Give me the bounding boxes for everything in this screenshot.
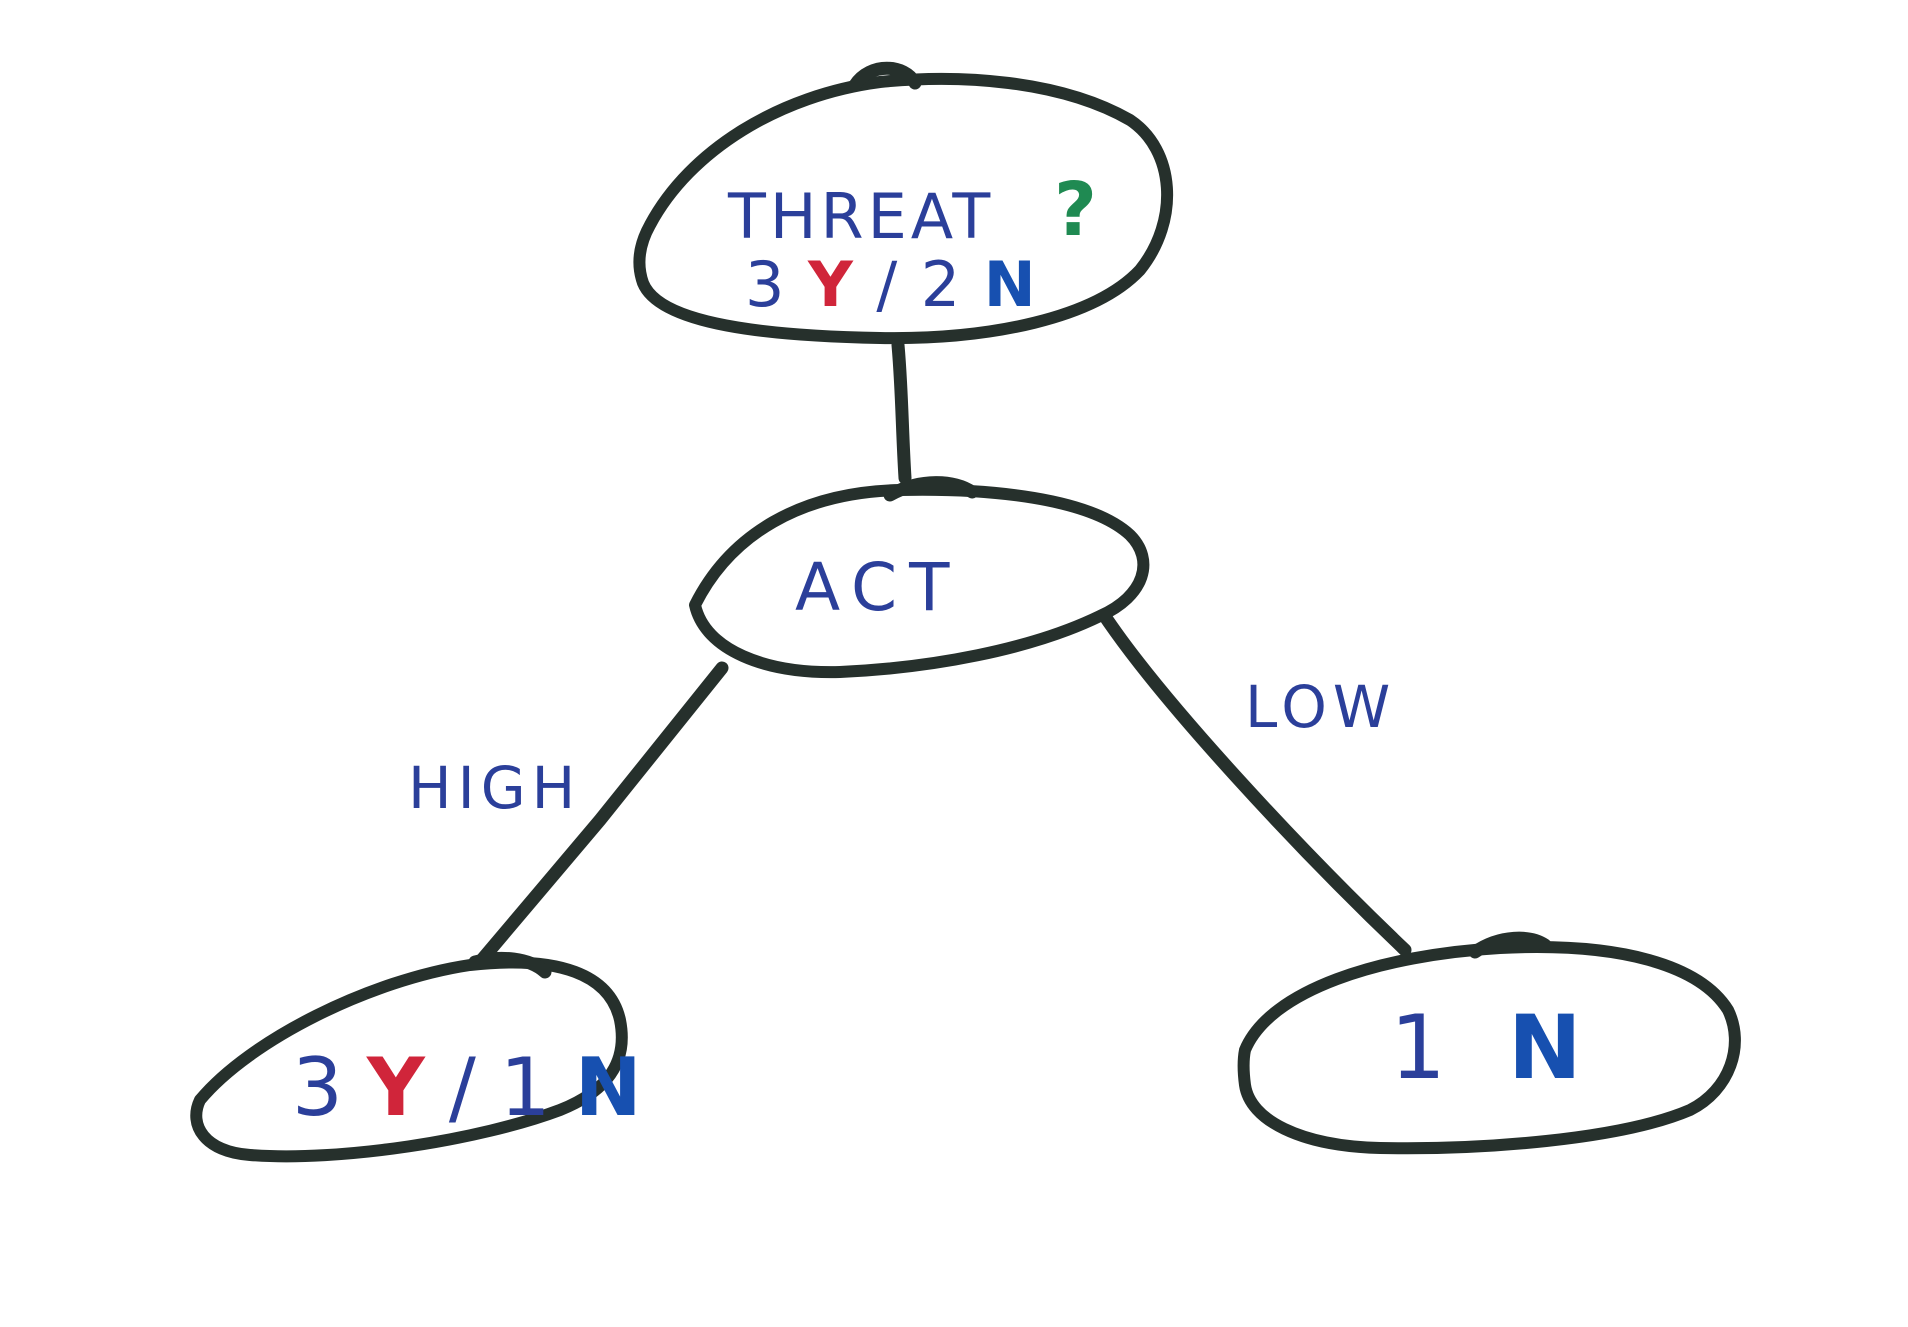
edge-root-to-act bbox=[891, 338, 912, 485]
edge-label-low: LOW bbox=[1245, 673, 1396, 741]
high-leaf-top-tail bbox=[468, 951, 552, 979]
high-leaf-yes-letter: Y bbox=[366, 1041, 427, 1134]
root-no-count: 2 bbox=[921, 248, 964, 321]
high-leaf-class-counts: 3 Y / 1 N bbox=[292, 1041, 644, 1134]
low-leaf-no-letter: N bbox=[1508, 996, 1602, 1099]
act-node-top-tail bbox=[883, 476, 979, 502]
act-node-label: ACT bbox=[795, 549, 961, 626]
high-leaf-shape bbox=[190, 956, 628, 1163]
root-question-mark: ? bbox=[1054, 167, 1097, 253]
root-no-letter: N bbox=[984, 248, 1040, 321]
root-node-top-tail bbox=[848, 61, 922, 92]
low-leaf-class-counts: 1 N bbox=[1390, 996, 1602, 1099]
act-node-shape bbox=[689, 483, 1150, 679]
root-yes-count: 3 bbox=[745, 248, 788, 321]
high-leaf-no-letter: N bbox=[575, 1041, 644, 1134]
root-count-separator: / bbox=[876, 248, 901, 321]
low-leaf-top-tail bbox=[1468, 931, 1552, 959]
edge-act-to-low-leaf bbox=[1095, 605, 1412, 957]
low-leaf-no-count: 1 bbox=[1390, 996, 1466, 1099]
high-leaf-count-separator: / bbox=[449, 1041, 478, 1134]
root-class-counts: 3 Y / 2 N bbox=[745, 248, 1040, 321]
low-leaf-shape bbox=[1237, 941, 1741, 1155]
root-attribute-label: THREAT bbox=[727, 180, 994, 253]
high-leaf-yes-count: 3 bbox=[292, 1041, 345, 1134]
edge-act-to-high-leaf bbox=[473, 661, 729, 969]
root-yes-letter: Y bbox=[807, 248, 857, 321]
edge-label-high: HIGH bbox=[408, 754, 581, 822]
high-leaf-no-count: 1 bbox=[500, 1041, 553, 1134]
